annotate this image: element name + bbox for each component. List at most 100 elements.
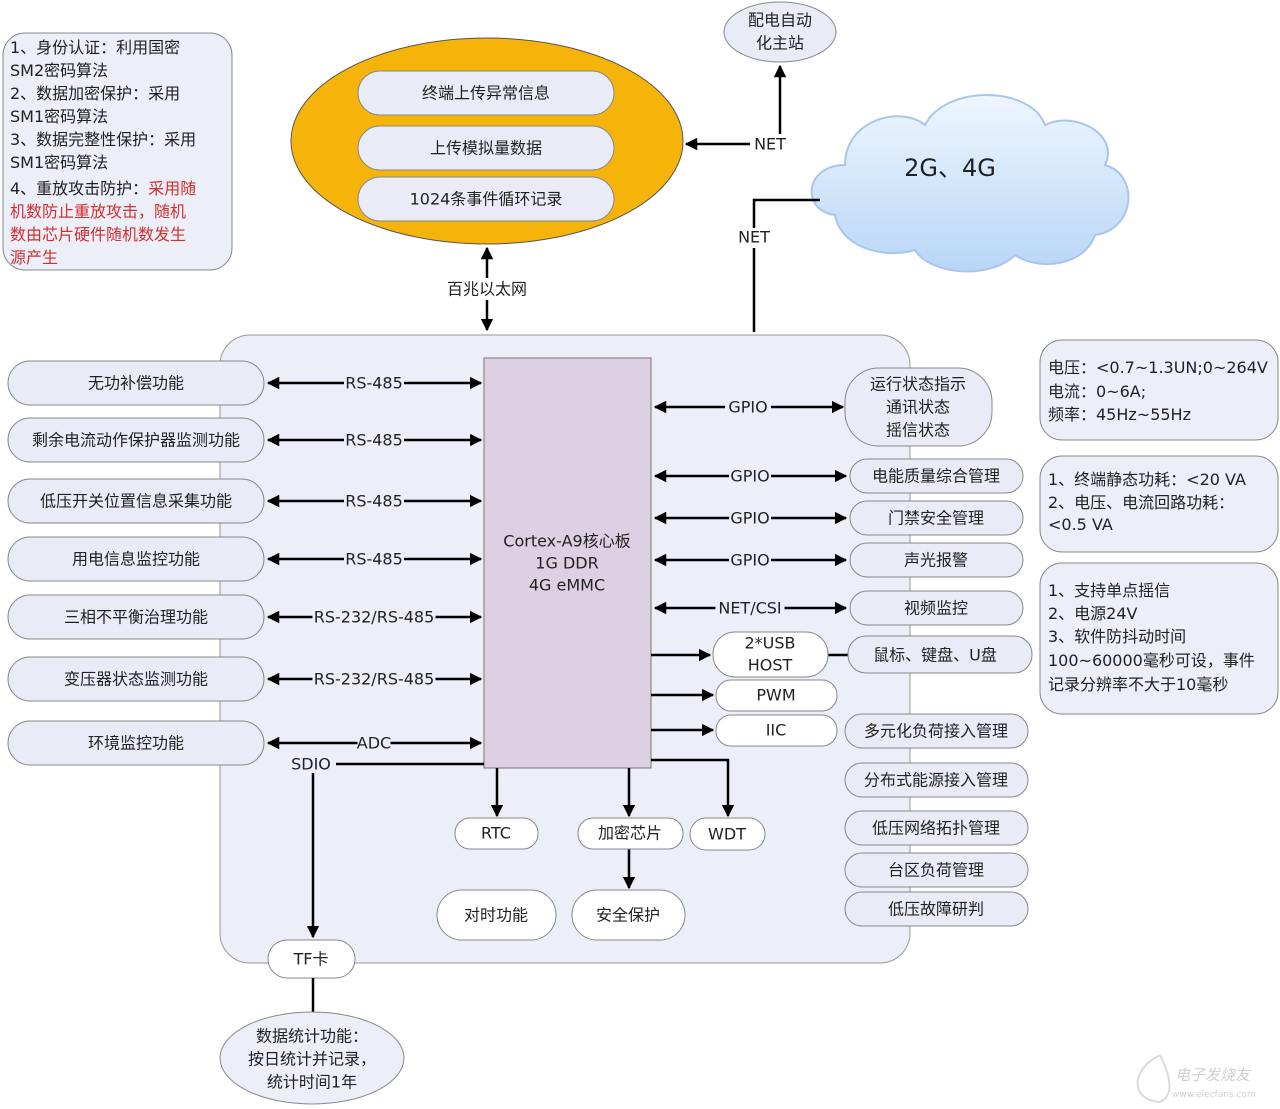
time-sync: 对时功能 (436, 889, 557, 941)
bus-label: RS-485 (345, 374, 403, 393)
svg-text:TF卡: TF卡 (293, 950, 329, 969)
management-function-1: 分布式能源接入管理 (844, 762, 1029, 798)
function-label: 多元化负荷接入管理 (864, 722, 1008, 741)
left-function-3: RS-485 用电信息监控功能 (7, 536, 483, 582)
crypto-chip: 加密芯片 (577, 817, 684, 850)
right-function-1: GPIO 门禁安全管理 (653, 500, 1024, 536)
svg-text:WDT: WDT (708, 825, 746, 844)
function-pill (7, 656, 265, 702)
svg-text:3、数据完整性保护：采用: 3、数据完整性保护：采用 (10, 130, 196, 149)
function-pill (7, 478, 265, 524)
function-pill (844, 713, 1029, 749)
svg-text:按日统计并记录，: 按日统计并记录， (248, 1050, 376, 1069)
usb-host: 2*USB HOST (712, 631, 829, 678)
bus-label: RS-485 (345, 431, 403, 450)
status-indicator-pill: GPIO 运行状态指示 通讯状态 摇信状态 (653, 367, 993, 447)
left-function-4: RS-232/RS-485 三相不平衡治理功能 (7, 594, 483, 640)
left-functions: RS-485无功补偿功能RS-485剩余电流动作保护器监测功能RS-485低压开… (7, 360, 483, 766)
bus-label: RS-485 (345, 550, 403, 569)
svg-text:频率：45Hz~55Hz: 频率：45Hz~55Hz (1048, 405, 1191, 424)
function-pill (7, 417, 265, 463)
svg-text:通讯状态: 通讯状态 (886, 398, 950, 417)
function-pill (844, 762, 1029, 798)
net-label-top: NET (754, 135, 786, 154)
svg-text:1024条事件循环记录: 1024条事件循环记录 (410, 190, 563, 209)
management-function-3: 台区负荷管理 (844, 852, 1029, 888)
function-label: 声光报警 (904, 551, 968, 570)
svg-text:GPIO: GPIO (728, 398, 767, 417)
function-label: 低压开关位置信息采集功能 (40, 492, 232, 511)
svg-text:对时功能: 对时功能 (464, 906, 528, 925)
wdt: WDT (689, 817, 766, 851)
svg-text:1、身份认证：利用国密: 1、身份认证：利用国密 (10, 38, 180, 57)
bus-label: NET/CSI (718, 599, 781, 618)
svg-text:数由芯片硬件随机数发生: 数由芯片硬件随机数发生 (10, 225, 186, 244)
svg-text:HOST: HOST (748, 656, 793, 675)
function-pill (844, 891, 1029, 927)
svg-text:安全保护: 安全保护 (596, 906, 660, 925)
svg-text:源产生: 源产生 (10, 248, 58, 267)
master-station: 配电自动 化主站 (723, 1, 837, 63)
svg-text:www.elecfans.com: www.elecfans.com (1172, 1090, 1256, 1100)
svg-text:运行状态指示: 运行状态指示 (870, 375, 966, 394)
elecfans-watermark-logo: 电子发烧友 www.elecfans.com (1136, 1054, 1256, 1104)
function-pill (844, 852, 1029, 888)
svg-text:SM1密码算法: SM1密码算法 (10, 107, 108, 126)
svg-text:<0.5 VA: <0.5 VA (1048, 515, 1113, 534)
tf-card: TF卡 (267, 939, 356, 979)
function-pill (7, 360, 265, 406)
function-label: 无功补偿功能 (88, 374, 184, 393)
iic: IIC (715, 714, 838, 747)
security-note: 1、身份认证：利用国密 SM2密码算法 2、数据加密保护：采用 SM1密码算法 … (2, 32, 233, 271)
function-label: 剩余电流动作保护器监测功能 (32, 431, 240, 450)
function-label: 用电信息监控功能 (72, 550, 200, 569)
svg-text:加密芯片: 加密芯片 (598, 824, 662, 843)
function-pill (849, 458, 1024, 494)
svg-text:SM2密码算法: SM2密码算法 (10, 61, 108, 80)
core-board: Cortex-A9核心板 1G DDR 4G eMMC (483, 357, 652, 769)
svg-text:记录分辨率不大于10毫秒: 记录分辨率不大于10毫秒 (1048, 675, 1228, 694)
function-pill (849, 500, 1024, 536)
svg-text:摇信状态: 摇信状态 (886, 421, 950, 440)
function-label: 门禁安全管理 (888, 509, 984, 528)
function-label: 三相不平衡治理功能 (64, 608, 208, 627)
security-protection: 安全保护 (571, 889, 686, 941)
svg-text:Cortex-A9核心板: Cortex-A9核心板 (503, 532, 630, 551)
function-pill (7, 536, 265, 582)
svg-text:2、电压、电流回路功耗：: 2、电压、电流回路功耗： (1048, 493, 1234, 512)
management-function-4: 低压故障研判 (844, 891, 1029, 927)
bus-label: RS-232/RS-485 (314, 670, 435, 689)
data-statistics: 数据统计功能： 按日统计并记录， 统计时间1年 (219, 1011, 405, 1105)
svg-text:1、终端静态功耗：<20 VA: 1、终端静态功耗：<20 VA (1048, 470, 1246, 489)
bus-label: GPIO (730, 509, 769, 528)
svg-text:2G、4G: 2G、4G (904, 154, 996, 182)
function-pill (7, 594, 265, 640)
svg-text:2、数据加密保护：采用: 2、数据加密保护：采用 (10, 84, 180, 103)
left-function-1: RS-485 剩余电流动作保护器监测功能 (7, 417, 483, 463)
svg-text:IIC: IIC (766, 721, 787, 740)
bus-label: ADC (357, 734, 391, 753)
function-label: 环境监控功能 (88, 734, 184, 753)
svg-text:电流：0~6A;: 电流：0~6A; (1048, 382, 1146, 401)
function-pill (849, 542, 1024, 578)
svg-text:鼠标、键盘、U盘: 鼠标、键盘、U盘 (873, 646, 997, 665)
bus-label: RS-232/RS-485 (314, 608, 435, 627)
svg-text:RTC: RTC (481, 824, 511, 843)
svg-text:SM1密码算法: SM1密码算法 (10, 153, 108, 172)
upload-functions-ellipse: 终端上传异常信息 上传模拟量数据 1024条事件循环记录 (290, 37, 684, 245)
svg-text:电压：<0.7~1.3UN;0~264V: 电压：<0.7~1.3UN;0~264V (1048, 358, 1268, 377)
function-label: 分布式能源接入管理 (864, 771, 1008, 790)
svg-text:终端上传异常信息: 终端上传异常信息 (422, 84, 550, 103)
function-pill (844, 810, 1029, 846)
svg-text:配电自动: 配电自动 (748, 11, 812, 30)
cloud-2g-4g: 2G、4G (810, 94, 1130, 273)
left-function-0: RS-485 无功补偿功能 (7, 360, 483, 406)
sdio-label: SDIO (291, 755, 331, 774)
management-function-2: 低压网络拓扑管理 (844, 810, 1029, 846)
function-label: 低压故障研判 (888, 900, 984, 919)
